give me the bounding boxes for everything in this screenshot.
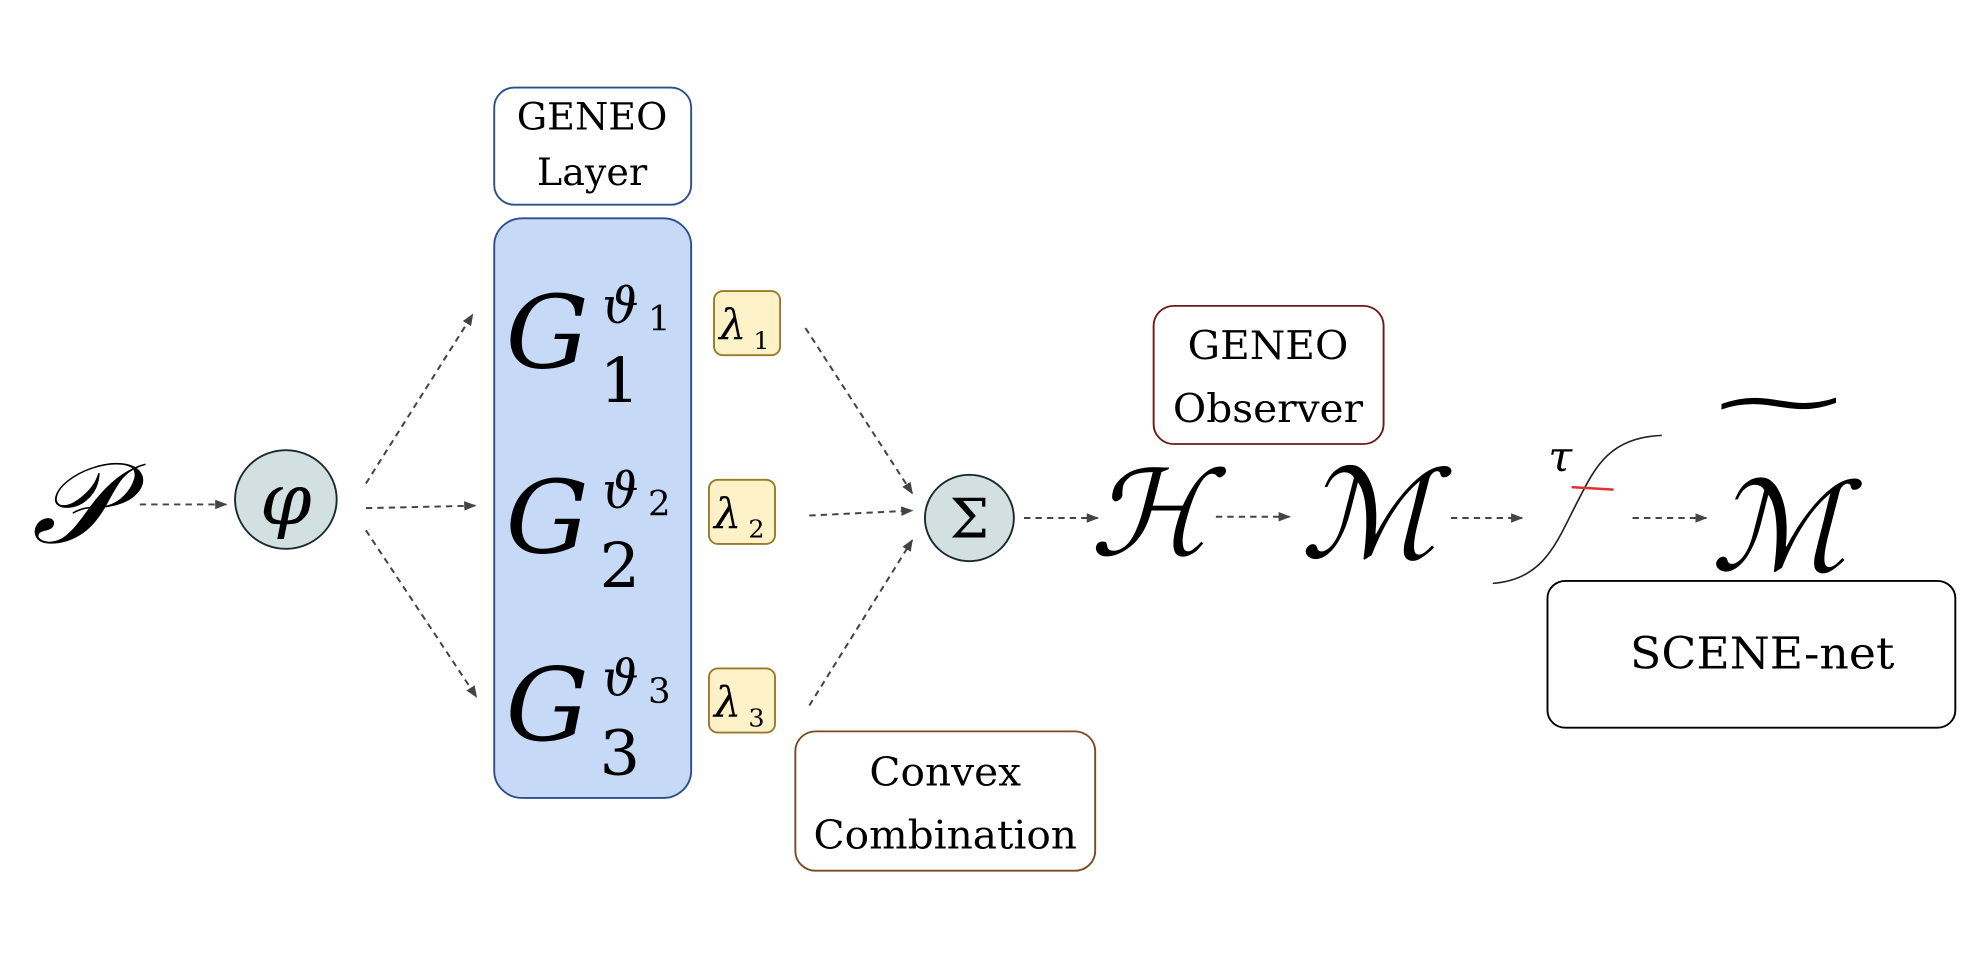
- threshold-mark: [1571, 485, 1614, 491]
- weight-lambda-3: λ 3: [707, 667, 776, 734]
- sum-node: [923, 473, 1015, 563]
- observer-label-line1: GENEO: [1188, 323, 1349, 368]
- sigmoid-threshold-curve: [1492, 434, 1662, 585]
- convex-combination-label-box: Convex Combination: [794, 730, 1097, 872]
- svg-text:2: 2: [648, 484, 671, 524]
- output-m-tilde-symbol: ~ ℳ: [1702, 358, 1863, 598]
- convex-label-line1: Convex: [869, 750, 1021, 795]
- svg-text:λ: λ: [712, 489, 741, 538]
- phi-symbol: φ: [260, 459, 312, 542]
- geneo-operator-3: G ϑ 3 3: [506, 647, 671, 789]
- arrow-lambda1-to-sum: [804, 327, 914, 495]
- output-m-symbol: ℳ: [1711, 460, 1863, 597]
- arrow-phi-to-g1: [365, 313, 474, 484]
- geneo-layer-label-box: GENEO Layer: [493, 86, 693, 206]
- phi-node: [234, 449, 338, 550]
- svg-text:λ: λ: [712, 678, 741, 727]
- svg-text:2: 2: [748, 515, 764, 544]
- convex-label-line2: Combination: [814, 813, 1077, 858]
- svg-text:3: 3: [748, 704, 764, 733]
- input-point-cloud-symbol: 𝒫: [32, 441, 147, 567]
- svg-text:1: 1: [648, 299, 671, 339]
- arrow-phi-to-g3: [365, 529, 478, 698]
- svg-text:ϑ: ϑ: [602, 463, 638, 520]
- svg-text:G: G: [506, 460, 589, 577]
- geneo-operator-1: G ϑ 1 1: [506, 275, 671, 417]
- svg-text:λ: λ: [717, 301, 746, 350]
- geneo-operator-2: G ϑ 2 2: [506, 460, 671, 602]
- geneo-layer-label-line1: GENEO: [517, 95, 668, 138]
- svg-text:1: 1: [753, 326, 769, 355]
- svg-text:3: 3: [600, 717, 640, 789]
- geneo-layer-block: [493, 217, 693, 799]
- svg-text:3: 3: [648, 671, 671, 711]
- observer-label-line2: Observer: [1173, 386, 1364, 431]
- svg-text:1: 1: [600, 345, 640, 417]
- sigma-symbol: Σ: [950, 487, 990, 550]
- weight-lambda-1: λ 1: [713, 290, 782, 357]
- weight-lambda-2: λ 2: [707, 478, 776, 545]
- svg-text:ϑ: ϑ: [602, 650, 638, 707]
- m-symbol: ℳ: [1300, 448, 1452, 585]
- svg-text:ϑ: ϑ: [602, 278, 638, 335]
- svg-text:2: 2: [600, 530, 640, 602]
- geneo-layer-label-line2: Layer: [537, 151, 647, 194]
- scene-net-label-box: SCENE-net: [1546, 579, 1957, 729]
- arrow-phi-to-g2: [365, 501, 477, 511]
- svg-text:G: G: [506, 275, 589, 392]
- arrow-lambda2-to-sum: [809, 506, 914, 517]
- tilde-accent: ~: [1702, 358, 1855, 444]
- tau-symbol: τ: [1548, 433, 1573, 482]
- svg-text:G: G: [506, 647, 589, 764]
- h-symbol: ℋ: [1090, 450, 1227, 581]
- arrow-lambda3-to-sum: [808, 539, 914, 706]
- geneo-observer-label-box: GENEO Observer: [1152, 304, 1385, 445]
- scene-net-label: SCENE-net: [1630, 627, 1894, 679]
